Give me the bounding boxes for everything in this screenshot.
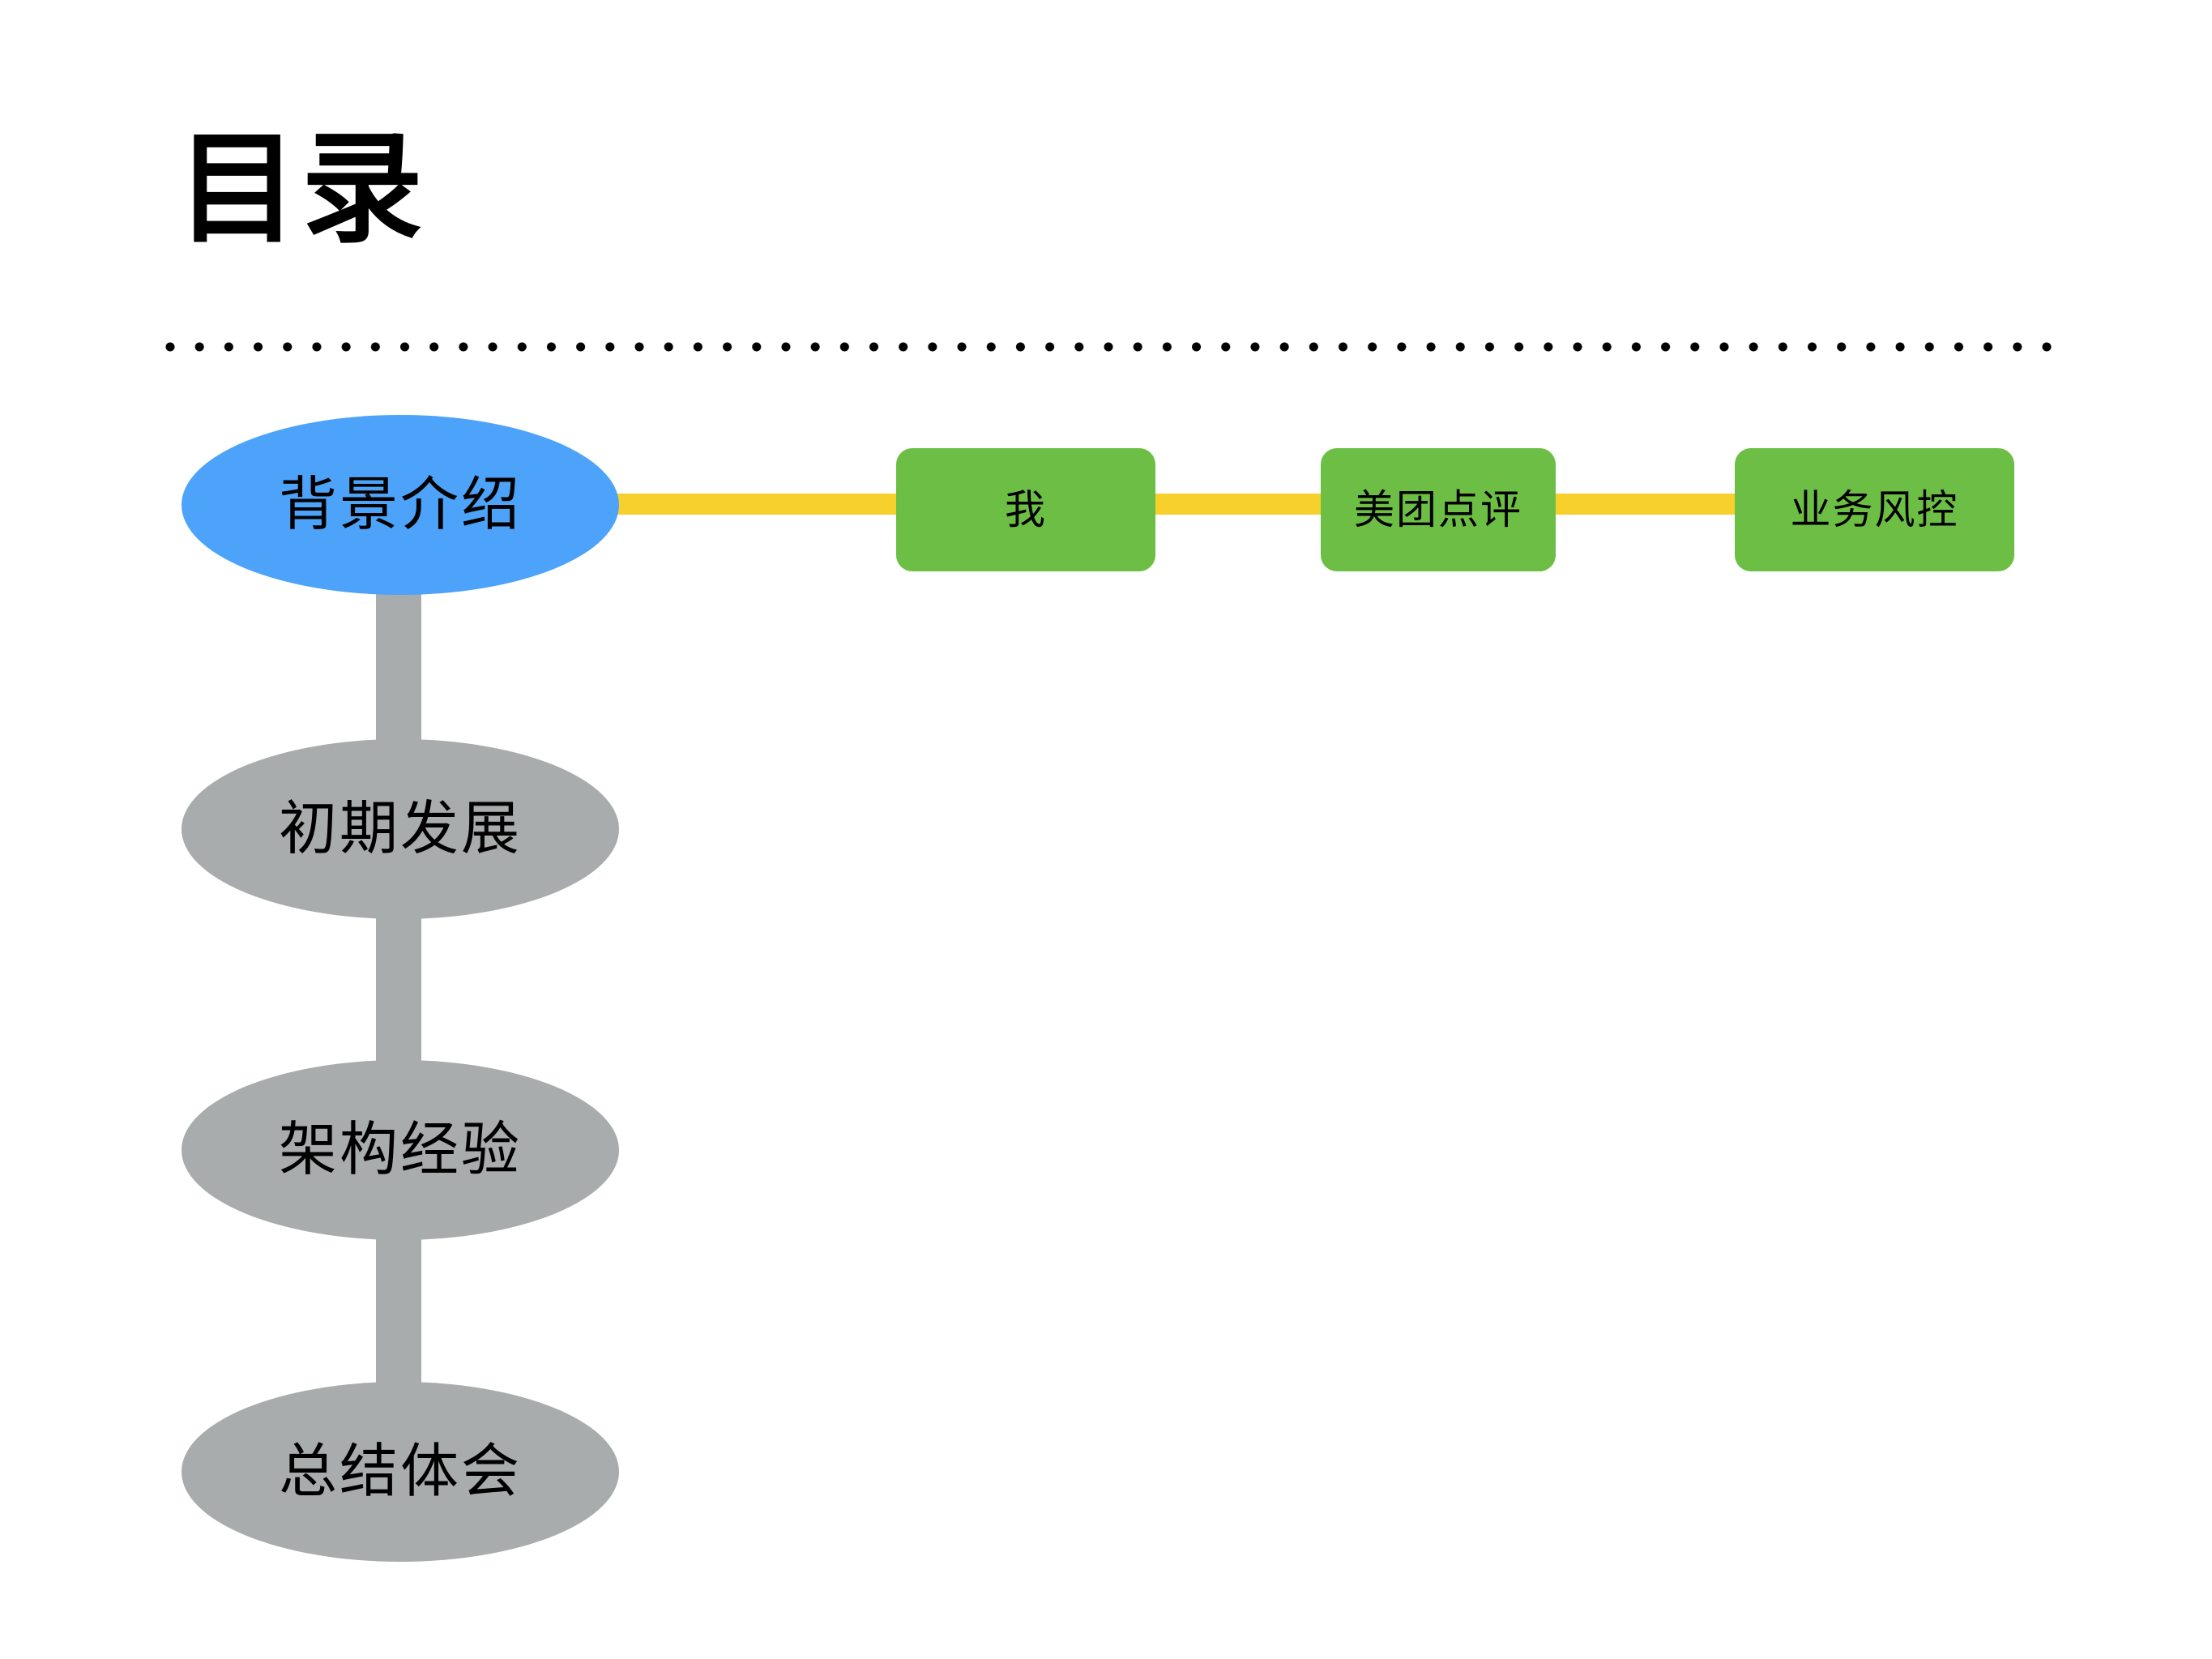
branch-box-label: 业务风控	[1790, 487, 1959, 532]
outline-node-label: 背景介绍	[278, 472, 522, 537]
outline-node-early-development[interactable]: 初期发展	[181, 739, 619, 919]
branch-box-business-risk-control[interactable]: 业务风控	[1735, 448, 2014, 571]
outline-node-label: 架构经验	[278, 1118, 522, 1182]
page-title: 目录	[177, 121, 427, 257]
branch-box-me[interactable]: 我	[896, 448, 1155, 571]
outline-node-background-intro[interactable]: 背景介绍	[181, 415, 619, 595]
outline-node-summary[interactable]: 总结体会	[181, 1382, 619, 1562]
outline-node-architecture-experience[interactable]: 架构经验	[181, 1060, 619, 1240]
branch-box-meituan-dianping[interactable]: 美团点评	[1321, 448, 1556, 571]
outline-node-label: 总结体会	[278, 1439, 522, 1504]
branch-box-label: 我	[1005, 487, 1047, 532]
branch-connector-3	[1544, 494, 1746, 515]
branch-connector-2	[1134, 494, 1337, 515]
branch-box-label: 美团点评	[1354, 487, 1522, 532]
dotted-divider	[164, 341, 2052, 353]
branch-connector-1	[616, 494, 899, 515]
outline-node-label: 初期发展	[278, 797, 522, 862]
